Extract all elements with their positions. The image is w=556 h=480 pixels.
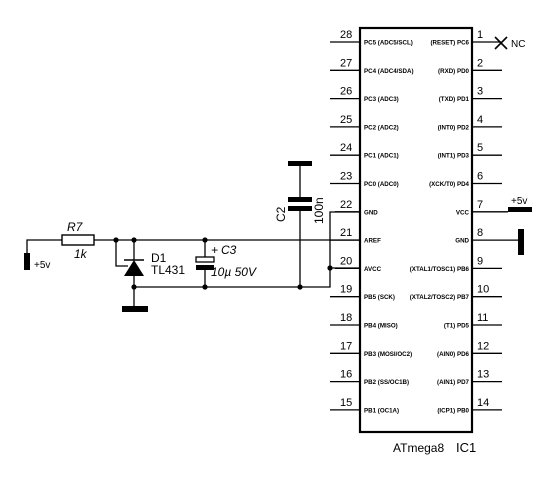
pin-number: 10 <box>477 284 489 296</box>
pin-number: 26 <box>340 86 352 98</box>
c3-plus: + <box>211 243 218 257</box>
pin-number: 18 <box>340 312 352 324</box>
pin-number: 25 <box>340 114 352 126</box>
pin-name: PB1 (OC1A) <box>364 407 399 414</box>
pin-name: (XCK/T0) PD4 <box>429 181 469 188</box>
gnd-bar-pin8 <box>518 229 524 255</box>
pin-number: 6 <box>477 171 483 183</box>
pin-name: PB4 (MISO) <box>364 323 398 330</box>
pin-name: PC4 (ADC4/SDA) <box>364 68 414 75</box>
c3-ref: C3 <box>221 243 237 257</box>
pin-name: PB3 (MOSI/OC2) <box>364 351 412 358</box>
pin-name: (RXD) PD0 <box>438 68 469 75</box>
pin-number: 13 <box>477 369 489 381</box>
input-wire <box>26 239 62 253</box>
pin-number: 7 <box>477 199 483 211</box>
pin-name: PB5 (SCK) <box>364 294 395 301</box>
pin-name: PC5 (ADC5/SCL) <box>364 40 413 47</box>
pin-name: PB2 (SS/OC1B) <box>364 379 409 386</box>
input-supply-bar <box>24 253 30 270</box>
pin-name: VCC <box>456 209 470 216</box>
pin-number: 1 <box>477 29 483 41</box>
pin-name: (AIN1) PD7 <box>437 379 470 386</box>
pin-name: (XTAL2/TOSC2) PB7 <box>410 294 470 301</box>
d1-value: TL431 <box>151 263 185 277</box>
pin-name: GND <box>364 209 378 216</box>
right-pin-group: 1 (RESET) PC6 2 (RXD) PD0 3 (TXD) PD1 4 (INT0) … <box>410 29 518 414</box>
pin-number: 8 <box>477 227 483 239</box>
pin-number: 14 <box>477 397 489 409</box>
ic-ref: IC1 <box>456 440 476 455</box>
pin-name: (ICP1) PB0 <box>437 407 469 414</box>
pin-number: 22 <box>340 199 352 211</box>
pin-name: PC1 (ADC1) <box>364 153 399 160</box>
pin-name: AVCC <box>364 266 382 273</box>
junction <box>327 265 333 271</box>
pin-name: (RESET) PC6 <box>430 40 469 47</box>
pin-number: 2 <box>477 57 483 69</box>
pin-number: 28 <box>340 29 352 41</box>
ic-body <box>358 26 474 434</box>
ic-name: ATmega8 <box>393 441 444 455</box>
pin-name: (AIN0) PD6 <box>437 351 470 358</box>
pin-number: 15 <box>340 397 352 409</box>
pin-number: 9 <box>477 255 483 267</box>
c2-value: 100n <box>312 197 326 224</box>
pin-number: 16 <box>340 369 352 381</box>
pin-number: 21 <box>340 227 352 239</box>
pin-name: (XTAL1/TOSC1) PB6 <box>410 266 470 273</box>
pin-name: (T1) PD5 <box>444 323 470 330</box>
pin-name: PC0 (ADC0) <box>364 181 399 188</box>
c2-ref: C2 <box>274 206 288 222</box>
r7-value: 1k <box>74 247 88 261</box>
pin-number: 17 <box>340 340 352 352</box>
d1-ref: D1 <box>151 251 167 265</box>
pin-name: (INT1) PD3 <box>438 153 470 160</box>
pin-name: GND <box>455 238 469 245</box>
pin-number: 27 <box>340 57 352 69</box>
gnd-net <box>134 211 360 288</box>
pin-number: 23 <box>340 171 352 183</box>
pin-name: PC3 (ADC3) <box>364 96 399 103</box>
pin-name: PC2 (ADC2) <box>364 124 399 131</box>
pin-name: (TXD) PD1 <box>439 96 470 103</box>
pin-number: 20 <box>340 255 352 267</box>
capacitor-c2 <box>288 161 312 287</box>
pin-number: 12 <box>477 340 489 352</box>
capacitor-c3 <box>195 240 215 287</box>
pin-number: 4 <box>477 114 483 126</box>
r7-ref: R7 <box>67 220 84 234</box>
pin-number: 11 <box>477 312 488 324</box>
resistor-r7 <box>61 234 95 246</box>
c3-value: 10µ 50V <box>211 265 257 279</box>
vcc-supply-label: +5v <box>511 196 527 207</box>
pin-name: AREF <box>364 238 381 245</box>
pin-number: 5 <box>477 142 483 154</box>
nc-marker <box>494 36 508 50</box>
pin-number: 24 <box>340 142 352 154</box>
pin-number: 3 <box>477 86 483 98</box>
nc-label: NC <box>511 39 525 50</box>
vcc-supply-bar <box>508 207 532 212</box>
gnd-bar-d1 <box>122 306 148 312</box>
diode-d1 <box>115 240 144 306</box>
pin-name: (INT0) PD2 <box>438 124 470 131</box>
pin-number: 19 <box>340 284 352 296</box>
input-supply-label: +5v <box>34 260 50 271</box>
